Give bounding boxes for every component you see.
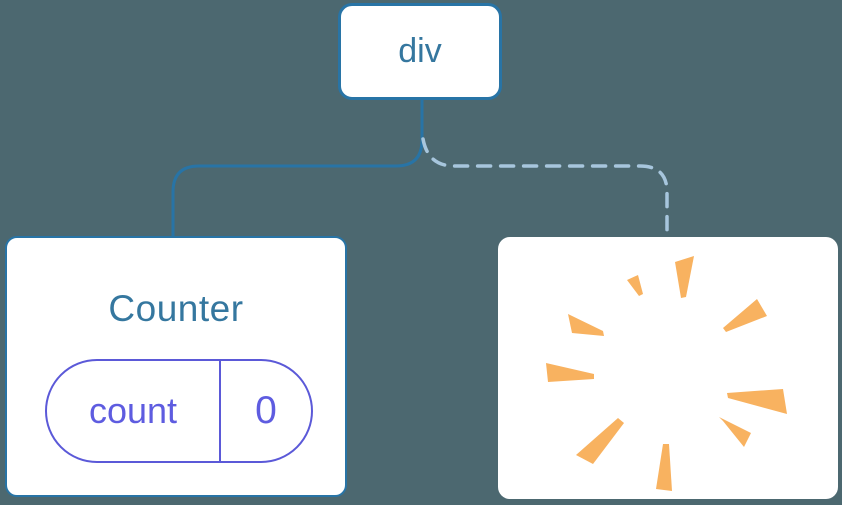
node-div-label: div (398, 32, 442, 70)
tree-node-div: div (338, 3, 502, 100)
state-pill: count 0 (45, 359, 313, 463)
state-key-label: count (47, 361, 221, 461)
tree-node-counter: Counter count 0 (5, 236, 347, 497)
counter-title: Counter (108, 288, 244, 329)
poof-icon (546, 256, 787, 491)
state-value: 0 (255, 389, 277, 432)
connector-root-to-counter (171, 100, 424, 238)
tree-node-removed (498, 237, 838, 499)
connector-root-to-removed (421, 137, 669, 240)
